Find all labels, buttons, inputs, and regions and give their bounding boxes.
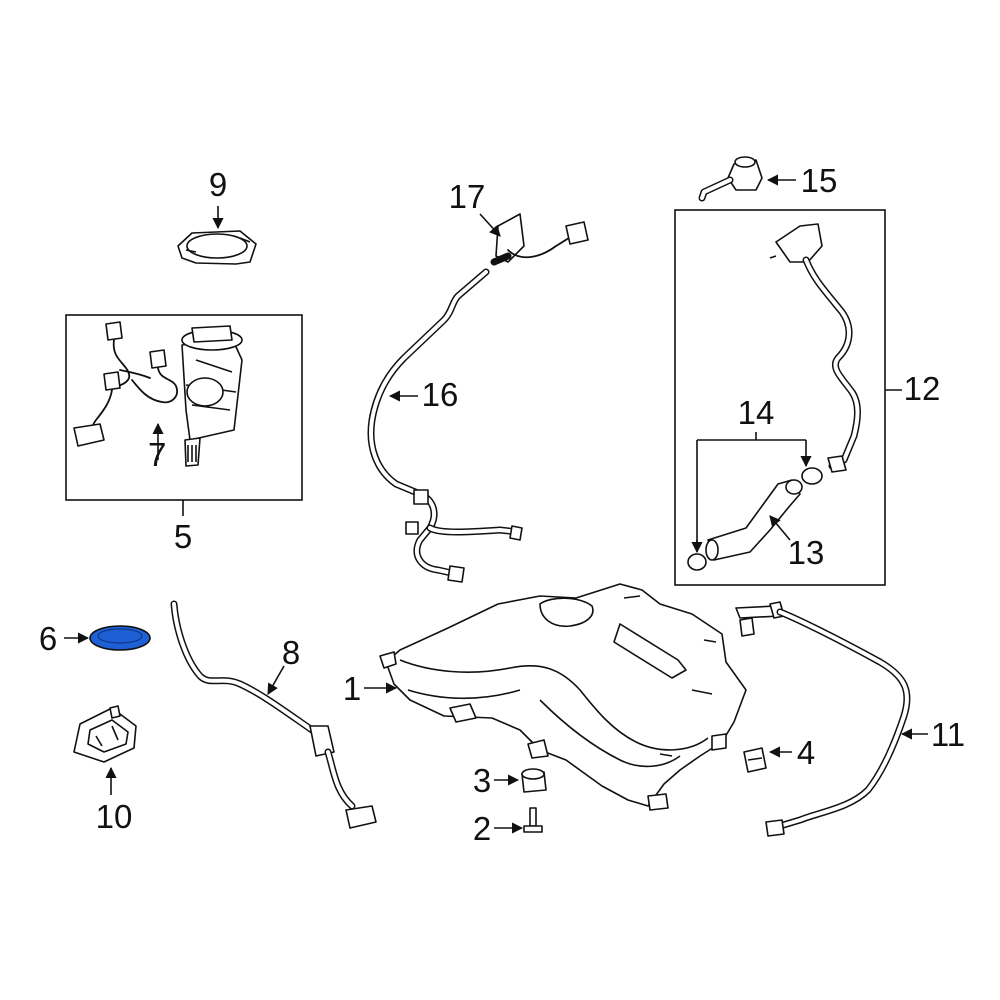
- callout-8: 8: [282, 634, 300, 671]
- part-10-bracket[interactable]: [73, 705, 137, 763]
- part-15-vent-valve[interactable]: [698, 156, 763, 202]
- part-12-group-frame: [674, 209, 886, 586]
- callout-3: 3: [473, 762, 491, 799]
- part-16-vent-tube[interactable]: [367, 268, 523, 583]
- callout-10: 10: [96, 798, 133, 835]
- part-12-filler-pipe[interactable]: [769, 223, 861, 473]
- part-5-group-frame: [65, 314, 303, 501]
- part-5-fuel-pump-module[interactable]: [181, 325, 243, 467]
- callout-9: 9: [209, 166, 227, 203]
- callout-6: 6: [39, 620, 57, 657]
- callout-12: 12: [904, 370, 941, 407]
- callout-17: 17: [449, 178, 486, 215]
- callout-13: 13: [788, 534, 825, 571]
- part-11-sensor-wire[interactable]: [735, 601, 911, 837]
- callout-5: 5: [174, 518, 192, 555]
- callout-11: 11: [931, 716, 965, 753]
- part-6-seal-highlighted[interactable]: [89, 625, 151, 651]
- part-1-fuel-tank[interactable]: [379, 583, 747, 811]
- part-13-filler-hose[interactable]: [705, 479, 803, 561]
- callout-4: 4: [797, 734, 815, 771]
- part-9-lock-ring[interactable]: [177, 230, 257, 265]
- part-8-sensor-harness[interactable]: [170, 600, 377, 829]
- callout-7: 7: [148, 436, 166, 473]
- part-2-bolt[interactable]: [523, 807, 543, 833]
- part-4-clip[interactable]: [743, 747, 767, 773]
- part-7-wiring-harness[interactable]: [73, 321, 178, 447]
- callout-1: 1: [343, 670, 361, 707]
- part-14-clamps[interactable]: [687, 467, 823, 571]
- callout-14: 14: [738, 394, 775, 431]
- callout-16: 16: [422, 376, 459, 413]
- part-17-connector[interactable]: [490, 213, 589, 266]
- callout-15: 15: [801, 162, 838, 199]
- part-3-insulator[interactable]: [521, 768, 547, 793]
- callout-2: 2: [473, 810, 491, 847]
